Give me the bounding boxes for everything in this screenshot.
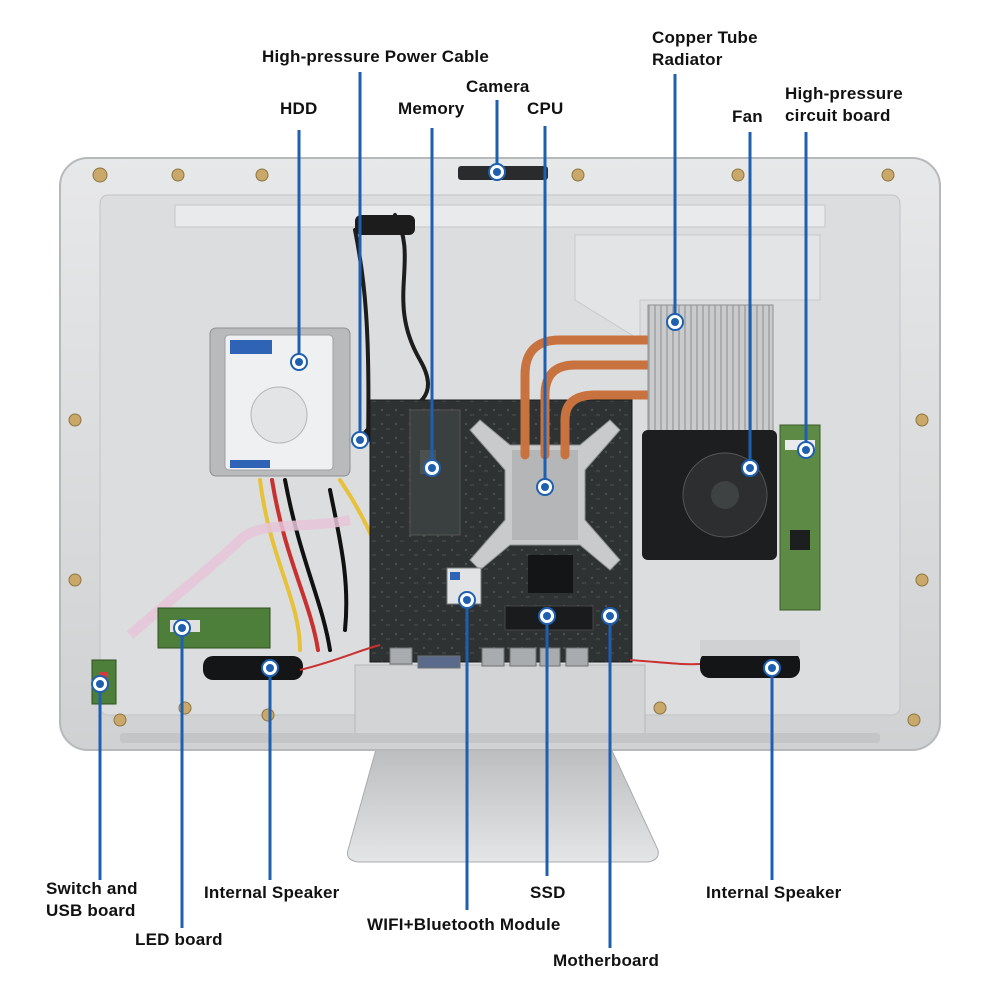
label-switch-usb-line2: USB board (46, 901, 136, 920)
marker-motherboard (601, 607, 619, 625)
label-motherboard: Motherboard (553, 951, 660, 970)
label-cpu: CPU (527, 99, 564, 118)
marker-camera (488, 163, 506, 181)
marker-radiator (666, 313, 684, 331)
label-internal-speaker-right: Internal Speaker (706, 883, 842, 902)
label-camera: Camera (466, 77, 530, 96)
marker-switch-usb (91, 675, 109, 693)
label-copper-tube-radiator-line2: Radiator (652, 50, 723, 69)
marker-wifi (458, 591, 476, 609)
marker-cpu (536, 478, 554, 496)
marker-led-board (173, 619, 191, 637)
marker-speaker-right (763, 659, 781, 677)
marker-memory (423, 459, 441, 477)
marker-fan (741, 459, 759, 477)
label-wifi-bt-module: WIFI+Bluetooth Module (367, 915, 561, 934)
label-copper-tube-radiator: Copper Tube Radiator (652, 27, 758, 71)
label-ssd: SSD (530, 883, 566, 902)
leader-lines (98, 72, 808, 948)
label-internal-speaker-left: Internal Speaker (204, 883, 340, 902)
label-switch-usb-line1: Switch and (46, 879, 138, 898)
label-copper-tube-radiator-line1: Copper Tube (652, 28, 758, 47)
label-memory: Memory (398, 99, 465, 118)
marker-hdd (290, 353, 308, 371)
label-fan: Fan (732, 107, 763, 126)
label-high-pressure-circuit-board: High-pressure circuit board (785, 83, 903, 127)
monitor-stand (347, 741, 659, 863)
label-hdd: HDD (280, 99, 318, 118)
label-led-board: LED board (135, 930, 223, 949)
marker-hv-board (797, 441, 815, 459)
label-switch-usb-board: Switch and USB board (46, 878, 138, 922)
screws (68, 167, 929, 727)
label-hv-board-line2: circuit board (785, 106, 891, 125)
leader-markers (91, 163, 815, 693)
speaker-left (203, 656, 303, 680)
label-hv-board-line1: High-pressure (785, 84, 903, 103)
marker-ssd (538, 607, 556, 625)
marker-speaker-left (261, 659, 279, 677)
label-high-pressure-power-cable: High-pressure Power Cable (262, 47, 490, 66)
stand-bracket (354, 664, 646, 736)
marker-power-cable (351, 431, 369, 449)
